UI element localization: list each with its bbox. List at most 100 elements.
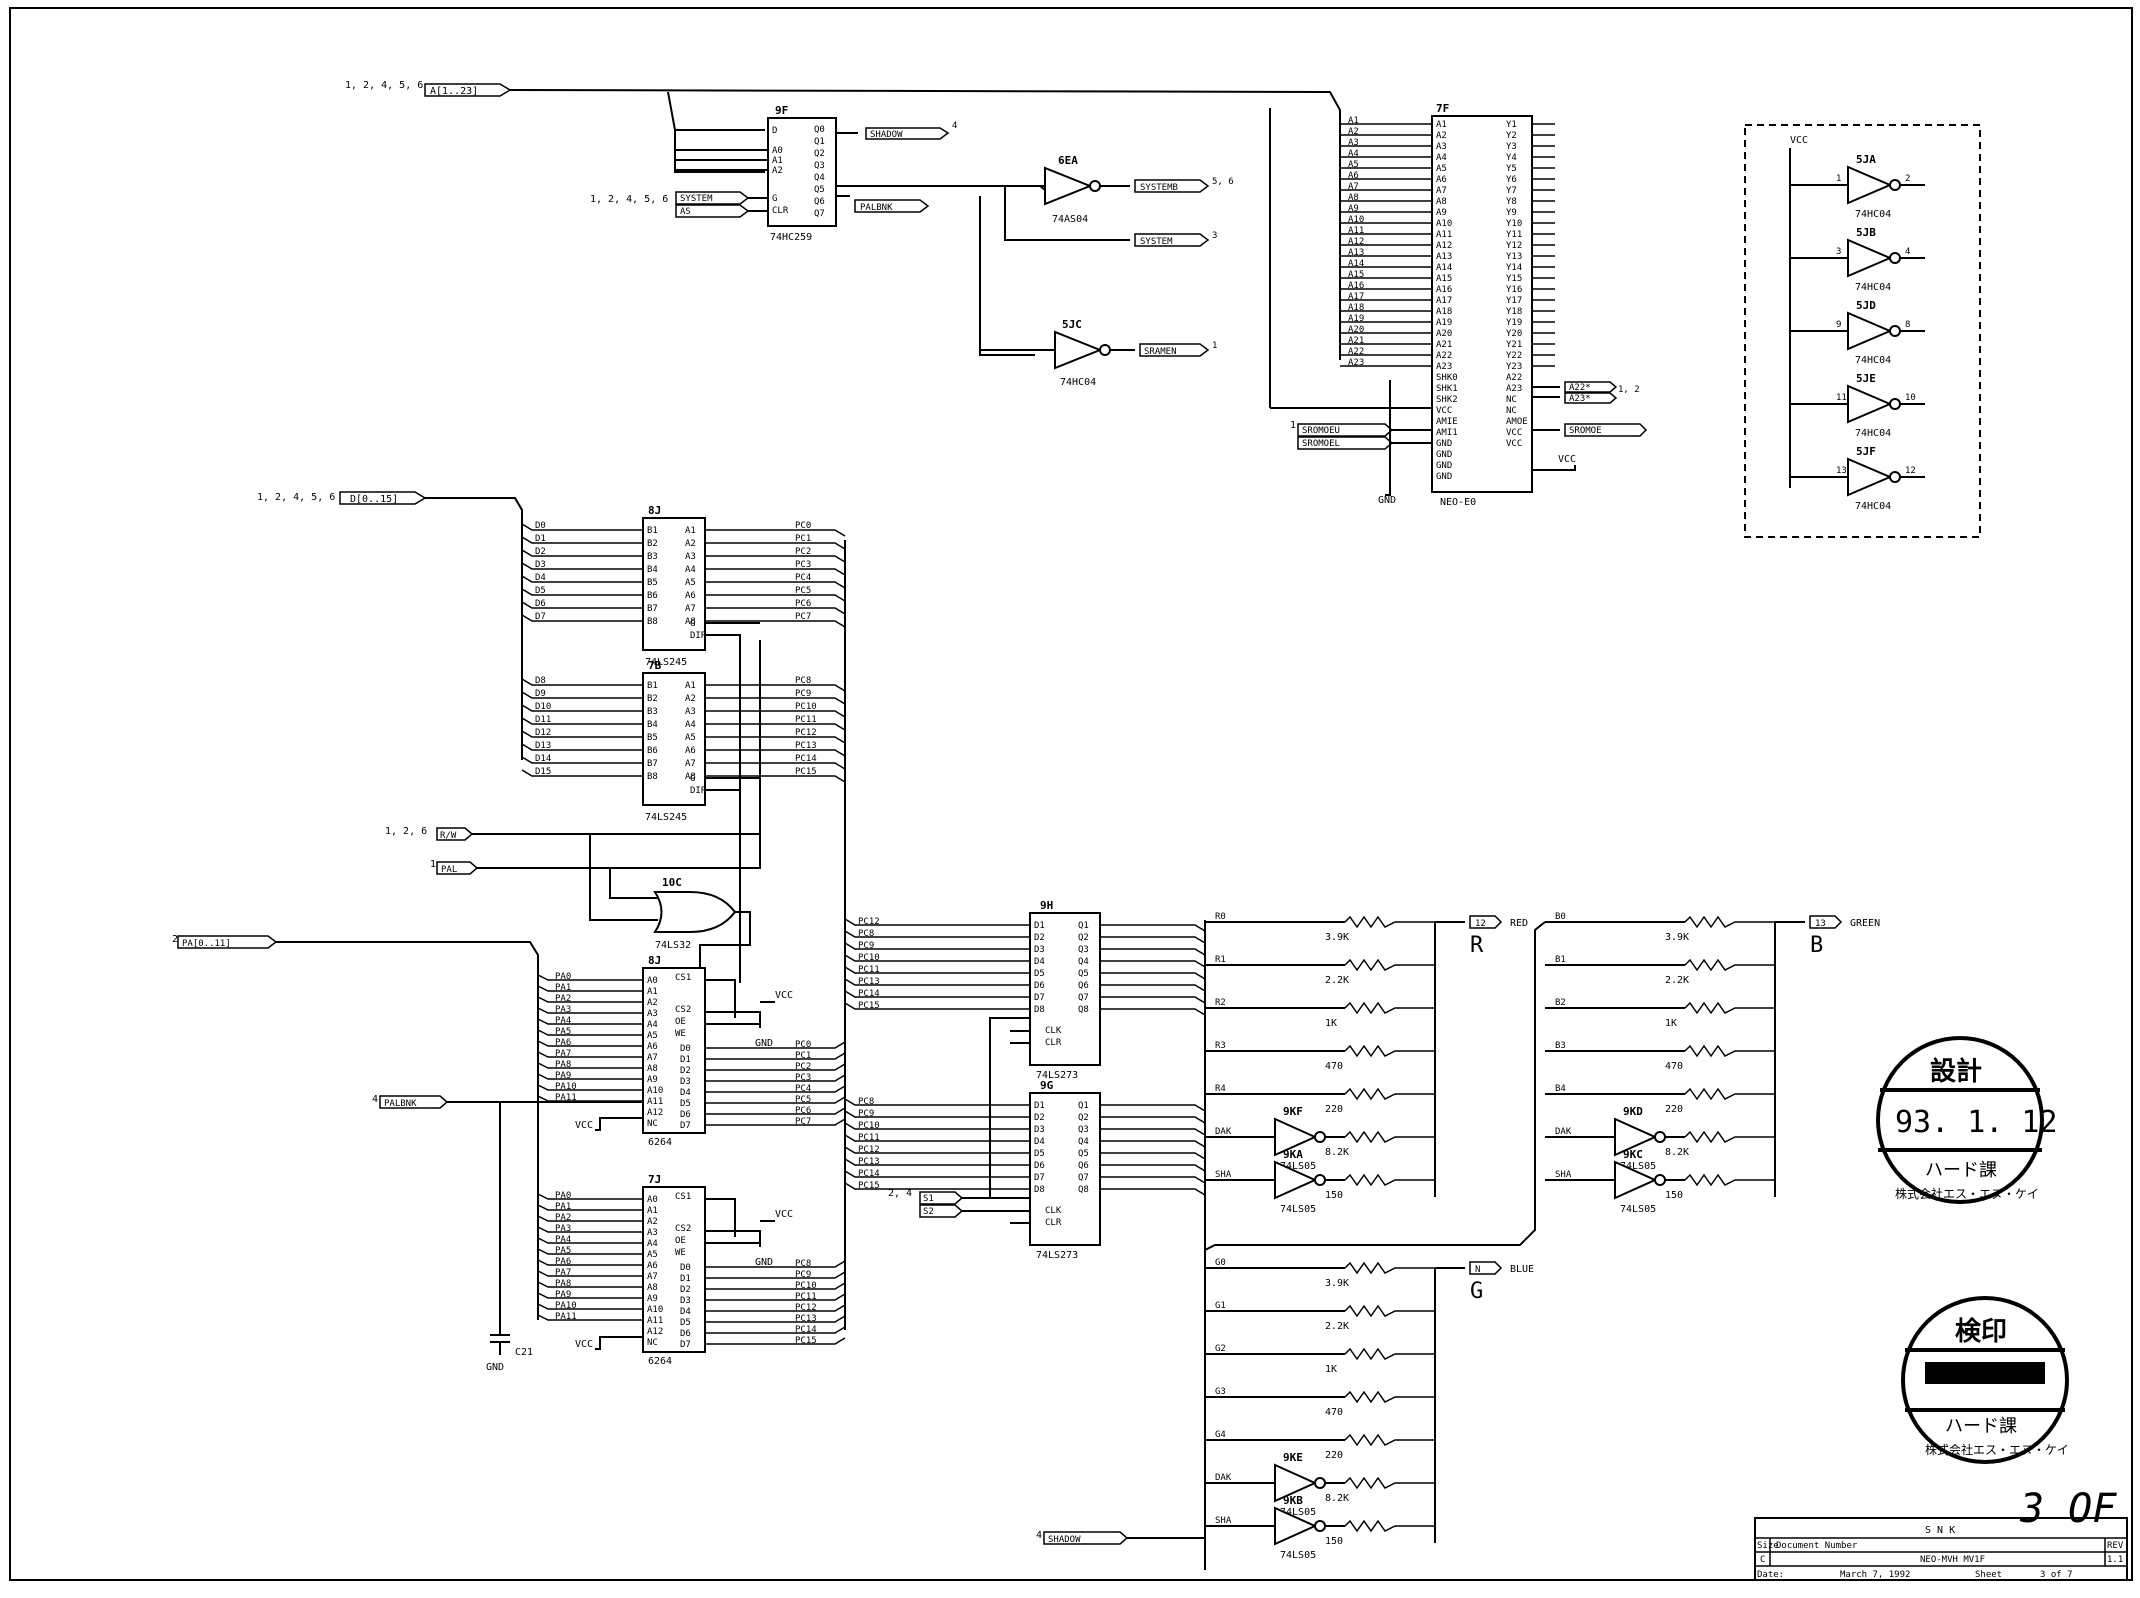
svg-text:D6: D6: [1034, 1161, 1045, 1171]
svg-text:B5: B5: [647, 733, 658, 743]
svg-text:Q1: Q1: [1078, 921, 1089, 931]
svg-text:検印: 検印: [1955, 1317, 2007, 1347]
svg-text:3: 3: [1212, 231, 1217, 241]
svg-text:Q7: Q7: [1078, 993, 1089, 1003]
svg-text:G: G: [690, 619, 695, 629]
pin-label: A16: [1436, 285, 1452, 295]
pin-label: A18: [1436, 307, 1452, 317]
svg-text:1: 1: [1836, 174, 1841, 184]
shadow-input: 4 SHADOW: [1036, 1530, 1205, 1545]
pin-label: Y21: [1506, 340, 1522, 350]
svg-text:A8: A8: [685, 617, 696, 627]
svg-text:A4: A4: [647, 1020, 658, 1030]
svg-text:D6: D6: [680, 1110, 691, 1120]
pin-label: A13: [1436, 252, 1452, 262]
svg-text:D5: D5: [1034, 1149, 1045, 1159]
svg-text:N: N: [1475, 1265, 1480, 1275]
pin-label: A12: [1436, 241, 1452, 251]
bus-bit-label: PC13: [795, 1314, 817, 1324]
svg-text:CLR: CLR: [1045, 1218, 1062, 1228]
svg-text:SHADOW: SHADOW: [1048, 1535, 1081, 1545]
svg-text:B2: B2: [647, 694, 658, 704]
pin-label: AMIE: [1436, 417, 1458, 427]
pin-label: Y5: [1506, 164, 1517, 174]
svg-text:2: 2: [172, 934, 178, 945]
svg-text:VCC: VCC: [1558, 454, 1576, 465]
svg-text:Q2: Q2: [1078, 933, 1089, 943]
pin-label: Y9: [1506, 208, 1517, 218]
resistor-value: 220: [1325, 1104, 1343, 1115]
svg-text:S2: S2: [923, 1207, 934, 1217]
pin-label: Y16: [1506, 285, 1522, 295]
pin-label: A2: [1436, 131, 1447, 141]
svg-text:13: 13: [1836, 466, 1847, 476]
svg-text:2: 2: [1905, 174, 1910, 184]
svg-text:74LS273: 74LS273: [1036, 1070, 1078, 1081]
svg-text:A6: A6: [685, 591, 696, 601]
pin-label: A0: [772, 146, 783, 156]
svg-text:A3: A3: [685, 707, 696, 717]
pin-label: Q6: [814, 197, 825, 207]
green-dac: B03.9KB12.2KB21KB3470B4220DAK9KD74LS058.…: [1204, 912, 1880, 1251]
dac-bit-label: DAK: [1215, 1127, 1232, 1137]
svg-text:Q3: Q3: [1078, 945, 1089, 955]
svg-text:B4: B4: [647, 565, 658, 575]
resistor-value: 470: [1325, 1061, 1343, 1072]
pin-label: Y7: [1506, 186, 1517, 196]
svg-text:A5: A5: [685, 578, 696, 588]
dac-bit-label: B1: [1555, 955, 1566, 965]
svg-text:A6: A6: [1348, 171, 1359, 181]
svg-text:A20: A20: [1348, 325, 1364, 335]
dac-bit-label: R4: [1215, 1084, 1226, 1094]
resistor-value: 1K: [1665, 1018, 1677, 1029]
svg-text:74LS05: 74LS05: [1280, 1550, 1316, 1561]
svg-text:D0: D0: [680, 1263, 691, 1273]
dac-bit-label: B2: [1555, 998, 1566, 1008]
address-bus: 1, 2, 4, 5, 6 A[1..23]: [345, 80, 1341, 360]
dac-bit-label: G0: [1215, 1258, 1226, 1268]
svg-text:7F: 7F: [1436, 102, 1449, 115]
a-bus-sheets: 1, 2, 4, 5, 6: [345, 80, 423, 91]
bus-bit-label: PC0: [795, 521, 811, 531]
bus-bit-label: D1: [535, 534, 546, 544]
bus-bit-label: PC3: [795, 560, 811, 570]
svg-text:B8: B8: [647, 772, 658, 782]
svg-text:S1: S1: [923, 1194, 934, 1204]
svg-text:A2: A2: [647, 998, 658, 1008]
palbnk-input: 4 PALBNK C21 GND: [372, 1094, 643, 1373]
bus-bit-label: D14: [535, 754, 551, 764]
bus-bit-label: PA5: [555, 1246, 571, 1256]
pin-label: AMOE: [1506, 417, 1528, 427]
svg-text:A6: A6: [647, 1261, 658, 1271]
svg-text:GND: GND: [486, 1362, 504, 1373]
bus-bit-label: D4: [535, 573, 546, 583]
svg-text:A2: A2: [647, 1217, 658, 1227]
svg-text:D1: D1: [1034, 921, 1045, 931]
pin-label: NC: [1506, 406, 1517, 416]
pin-label: A15: [1436, 274, 1452, 284]
svg-text:D1: D1: [1034, 1101, 1045, 1111]
svg-text:Q8: Q8: [1078, 1005, 1089, 1015]
svg-text:A17: A17: [1348, 292, 1364, 302]
svg-text:C21: C21: [515, 1347, 533, 1358]
bus-bit-label: PC14: [795, 754, 817, 764]
or-gate-10c: 10C 74LS32: [653, 876, 751, 968]
svg-text:74LS05: 74LS05: [1620, 1204, 1656, 1215]
bus-bit-label: PC8: [795, 676, 811, 686]
svg-text:D8: D8: [1034, 1005, 1045, 1015]
bus-bit-label: PA1: [555, 983, 571, 993]
pin-label: Q1: [814, 137, 825, 147]
svg-text:74LS32: 74LS32: [655, 940, 691, 951]
svg-text:74AS04: 74AS04: [1052, 214, 1088, 225]
svg-text:9KE: 9KE: [1283, 1451, 1303, 1464]
svg-text:4: 4: [372, 1094, 378, 1105]
pin-label: Y22: [1506, 351, 1522, 361]
svg-text:A7: A7: [685, 759, 696, 769]
svg-text:74HC04: 74HC04: [1855, 428, 1891, 439]
svg-text:6EA: 6EA: [1058, 154, 1078, 167]
dac-output-label: BLUE: [1510, 1264, 1534, 1275]
svg-text:2, 4: 2, 4: [888, 1188, 912, 1199]
